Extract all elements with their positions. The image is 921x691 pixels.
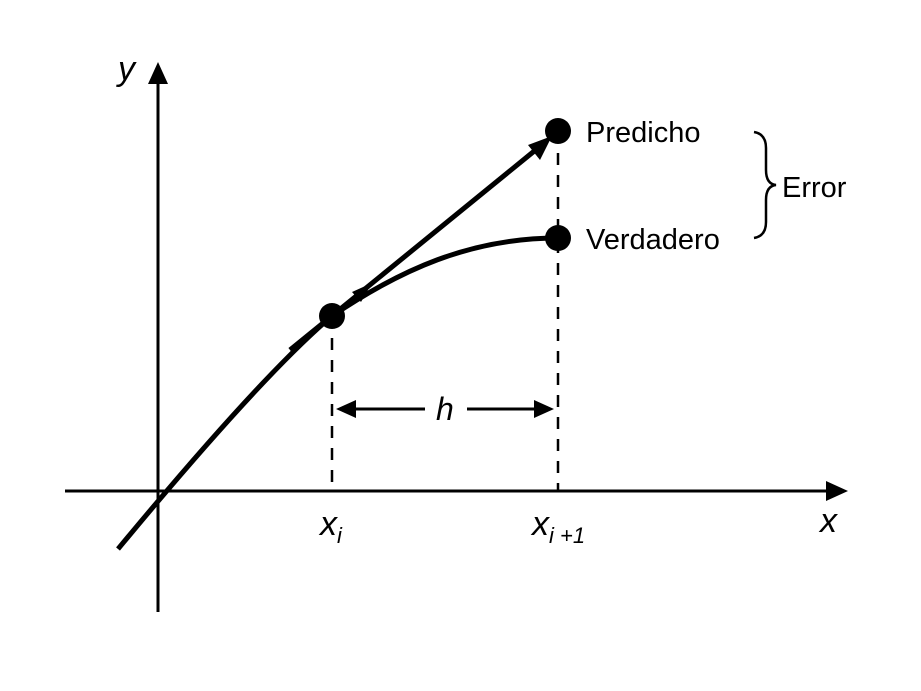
step-label: h (436, 391, 454, 427)
y-axis-arrowhead (148, 62, 168, 84)
x-axis-arrowhead (826, 481, 848, 501)
tangent-mid-arrowhead (352, 283, 372, 302)
true-solution-curve (116, 235, 559, 551)
initial-point (319, 303, 345, 329)
xi-subscript: i (337, 523, 343, 548)
xi-tick-label: xi (318, 505, 343, 548)
predicted-label: Predicho (586, 117, 700, 149)
true-point (545, 225, 571, 251)
error-brace (753, 130, 777, 240)
predicted-point (545, 118, 571, 144)
step-arrow-left-head (336, 400, 356, 418)
xi1-tick-label: xi +1 (530, 505, 585, 548)
step-arrow-right-head (534, 400, 554, 418)
y-axis-label: y (116, 50, 137, 88)
error-label: Error (782, 172, 847, 204)
x-axis-label: x (818, 502, 838, 540)
tangent-arrowhead (528, 136, 552, 160)
xi1-subscript: i +1 (549, 523, 585, 548)
true-label: Verdadero (586, 224, 720, 256)
